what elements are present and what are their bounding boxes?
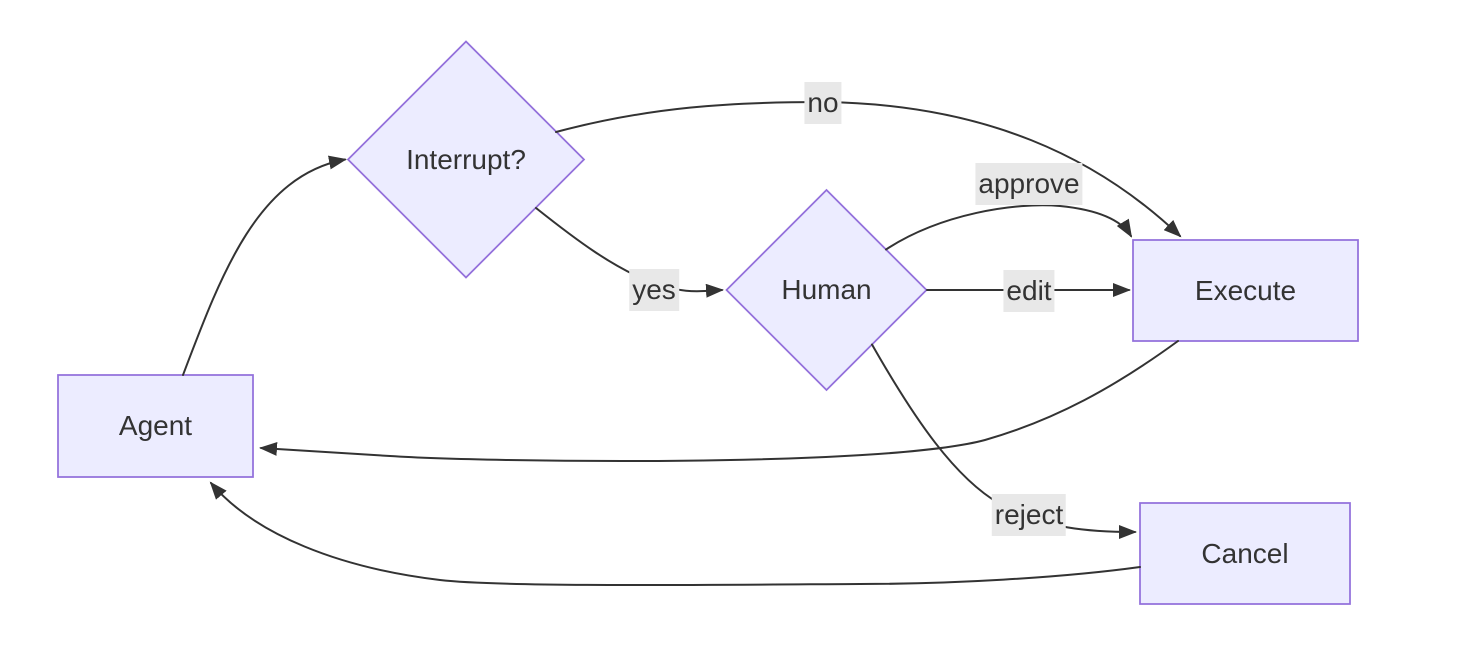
execute-node [1132, 239, 1359, 342]
agent-node [57, 374, 254, 478]
edge-cancel-to-agent [209, 481, 1141, 587]
cancel-node [1139, 502, 1351, 605]
edge-interrupt-to-execute-no [555, 100, 1182, 238]
edge-execute-to-agent [259, 340, 1179, 463]
edge-human-to-cancel-reject [871, 343, 1137, 539]
interrupt-decision-node [346, 40, 586, 279]
edge-agent-to-interrupt [182, 155, 347, 376]
edge-interrupt-to-human-yes [535, 207, 724, 298]
human-decision-node [725, 188, 928, 392]
edge-human-to-execute-approve [885, 204, 1133, 251]
